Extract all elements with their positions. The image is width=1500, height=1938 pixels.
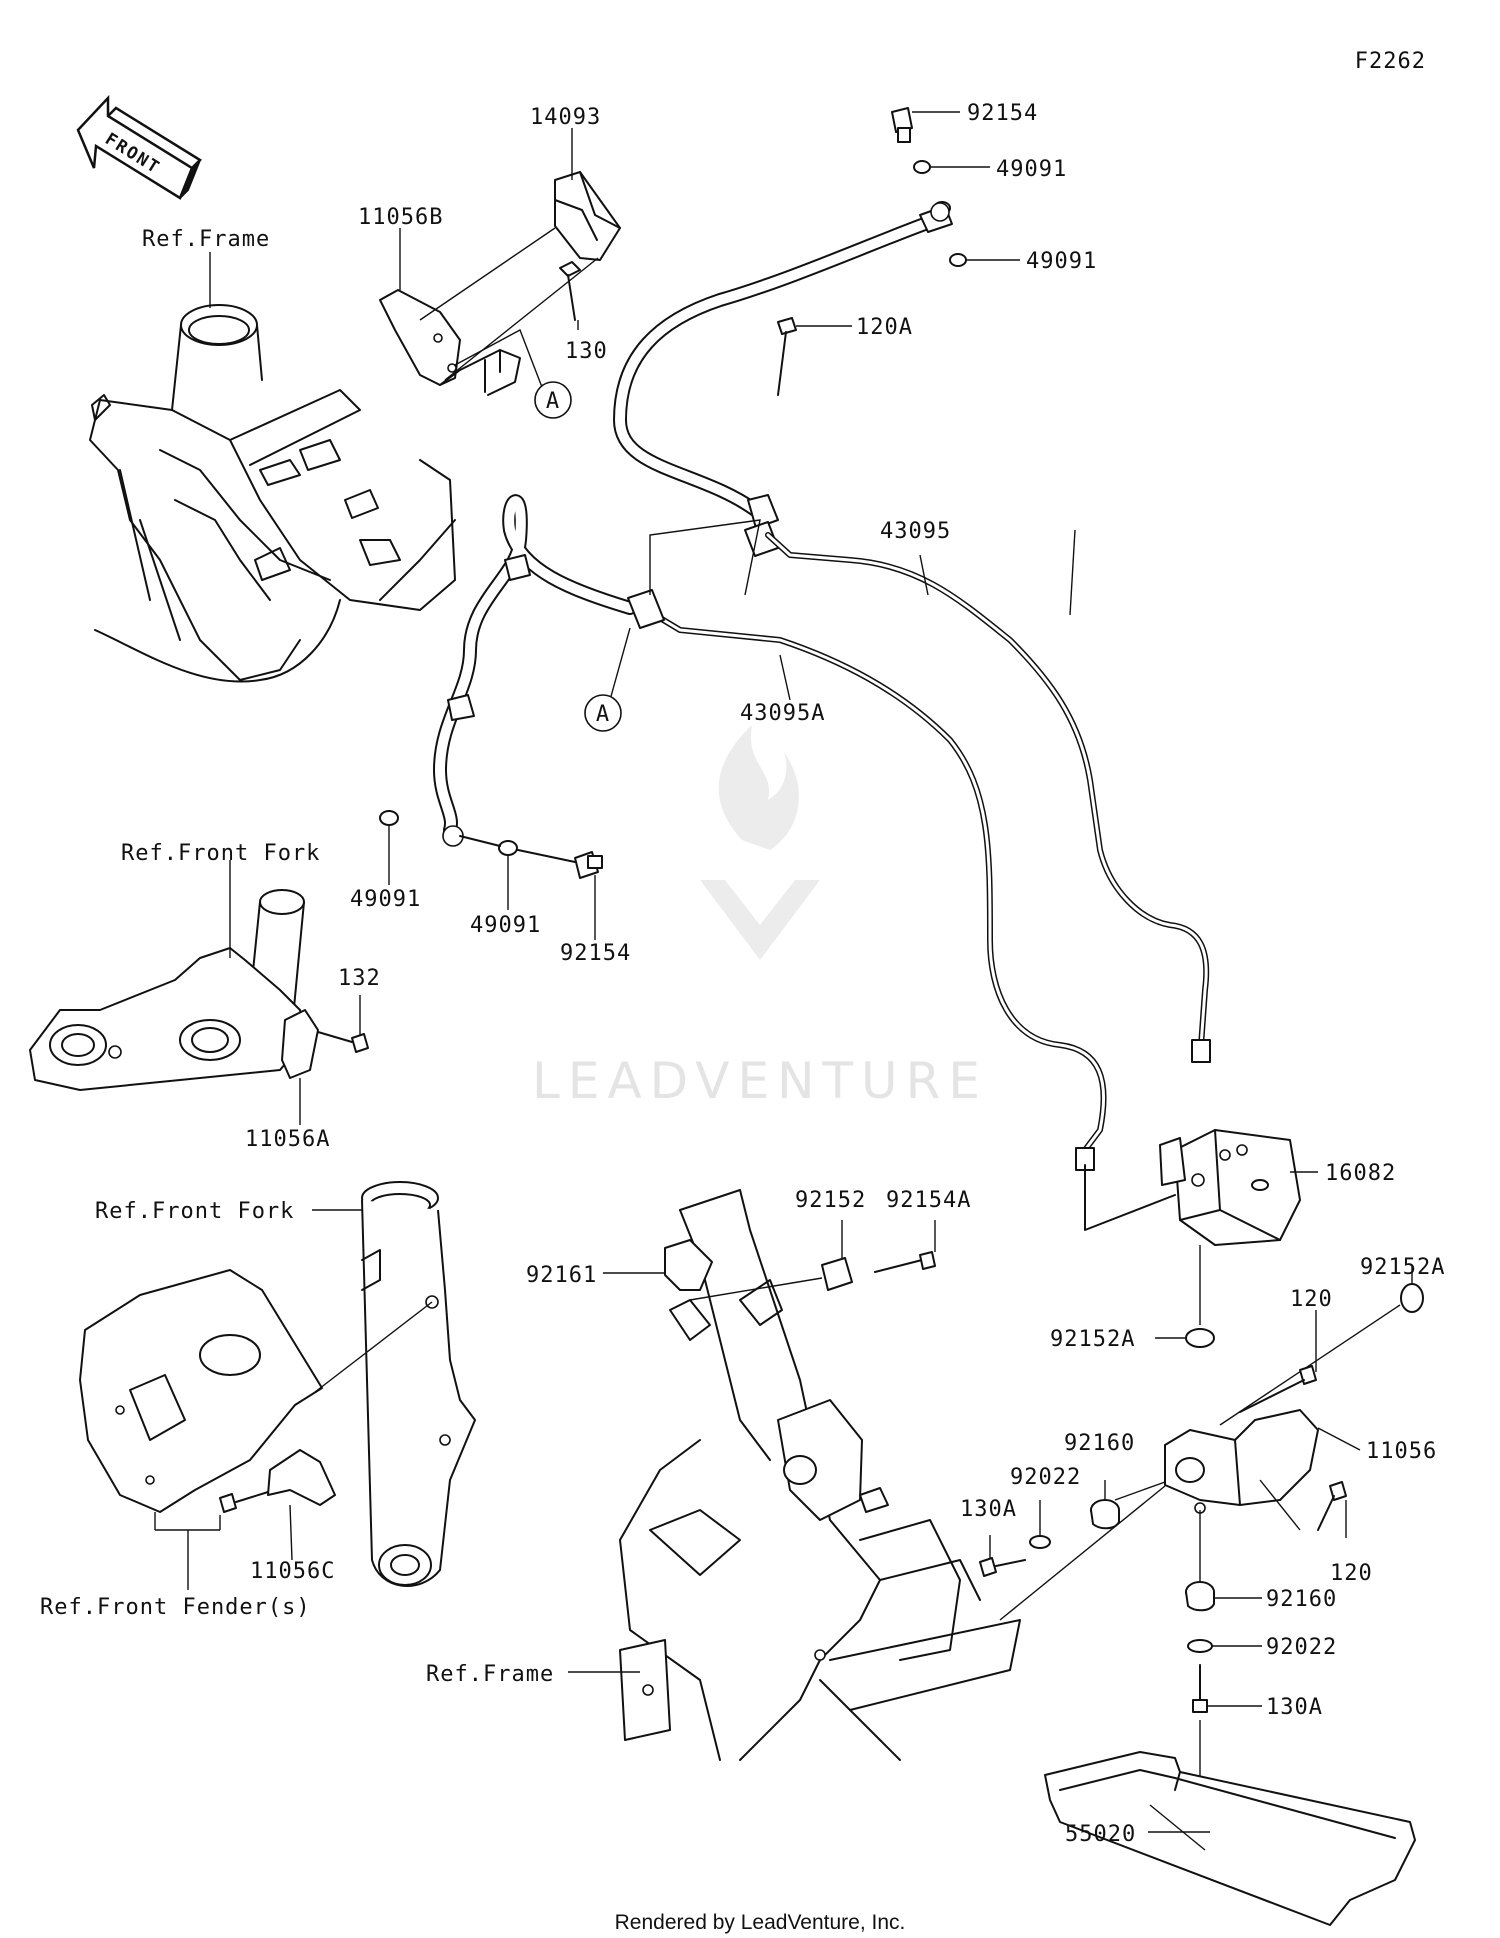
label-130A-bottom: 130A [1266, 1695, 1323, 1720]
bolt-130A-bottom [1192, 1664, 1208, 1713]
brake-hose-upper [613, 205, 953, 529]
cover-55020 [1044, 1751, 1416, 1926]
callout-a-middle-text: A [596, 702, 610, 727]
clip-14093 [554, 171, 621, 261]
bolt-130 [559, 261, 581, 321]
grommet-92152A-left [1185, 1328, 1215, 1348]
label-92161: 92161 [526, 1263, 597, 1288]
frame-bottom-assembly [619, 1189, 1021, 1761]
brake-line-43095 [765, 532, 1211, 1063]
label-92160-bottom: 92160 [1266, 1587, 1337, 1612]
label-92152A-left: 92152A [1050, 1327, 1135, 1352]
label-92160-left: 92160 [1064, 1431, 1135, 1456]
label-92152: 92152 [795, 1188, 866, 1213]
label-92152A-right: 92152A [1360, 1255, 1445, 1280]
watermark-text: LEADVENTURE [532, 1052, 988, 1110]
label-92154-mid: 92154 [560, 941, 631, 966]
label-ref-front-fork-2: Ref.Front Fork [95, 1199, 294, 1224]
label-49091-b: 49091 [1026, 249, 1097, 274]
label-92022-bottom: 92022 [1266, 1635, 1337, 1660]
label-11056A: 11056A [245, 1127, 330, 1152]
callout-a-middle: A [584, 627, 631, 732]
label-92022-left: 92022 [1010, 1465, 1081, 1490]
callout-a-top: A [454, 329, 572, 419]
brake-line-43095A [433, 494, 1107, 1171]
label-120A: 120A [856, 315, 913, 340]
label-49091-c: 49091 [350, 887, 421, 912]
labels: 14093 11056B 130 Ref.Frame 92154 49091 4… [40, 101, 1445, 1847]
bolt-120A [777, 317, 797, 396]
bolt-120-top [1239, 1365, 1317, 1413]
grommet-92152A-right [1400, 1283, 1424, 1313]
label-55020: 55020 [1065, 1822, 1136, 1847]
footer-credit: Rendered by LeadVenture, Inc. [615, 1911, 906, 1934]
washer-92022-left [1029, 1535, 1051, 1549]
leader-lines [209, 128, 1076, 701]
label-ref-front-fender: Ref.Front Fender(s) [40, 1595, 311, 1620]
label-ref-frame-bottom: Ref.Frame [426, 1662, 554, 1687]
callout-a-top-text: A [546, 389, 560, 414]
label-120-top: 120 [1290, 1287, 1333, 1312]
bracket-11056 [1164, 1409, 1319, 1514]
banjo-bolt-92154-top [891, 107, 967, 267]
bolt-120-bottom [1317, 1481, 1347, 1531]
label-ref-front-fork-1: Ref.Front Fork [121, 841, 320, 866]
front-arrow-icon: FRONT [76, 94, 202, 200]
front-fork-upper-assembly [29, 889, 306, 1091]
label-92154-top: 92154 [967, 101, 1038, 126]
front-fork-lower [361, 1181, 476, 1587]
diagram-code: F2262 [1355, 49, 1426, 74]
label-14093: 14093 [530, 105, 601, 130]
label-130A-left: 130A [960, 1497, 1017, 1522]
damper-92160-bottom [1185, 1581, 1215, 1612]
label-11056C: 11056C [250, 1559, 335, 1584]
label-11056B: 11056B [358, 205, 443, 230]
label-43095: 43095 [880, 519, 951, 544]
label-132: 132 [338, 966, 381, 991]
bracket-11056B [379, 289, 521, 396]
label-49091-d: 49091 [470, 913, 541, 938]
damper-92160-left [1090, 1499, 1120, 1530]
banjo-fitting-lower [379, 810, 603, 879]
front-fender-bracket [79, 1269, 323, 1513]
label-43095A: 43095A [740, 701, 825, 726]
label-130: 130 [565, 339, 608, 364]
bolt-130A-left [979, 1557, 1026, 1577]
bracket-11056A [281, 1009, 369, 1079]
washer-92022-bottom [1187, 1639, 1213, 1653]
clip-92152 [821, 1257, 853, 1291]
label-49091-a: 49091 [996, 157, 1067, 182]
abs-unit-16082 [1084, 1129, 1301, 1246]
label-92154A: 92154A [886, 1188, 971, 1213]
bracket-11056C [219, 1449, 336, 1513]
grommet-92161 [664, 1239, 713, 1291]
bolt-92154A [874, 1251, 936, 1273]
label-120-bottom: 120 [1330, 1561, 1373, 1586]
label-ref-frame-top: Ref.Frame [142, 227, 270, 252]
label-16082: 16082 [1325, 1161, 1396, 1186]
watermark: LEADVENTURE [532, 725, 988, 1110]
label-11056: 11056 [1366, 1439, 1437, 1464]
frame-top-assembly [89, 304, 456, 683]
